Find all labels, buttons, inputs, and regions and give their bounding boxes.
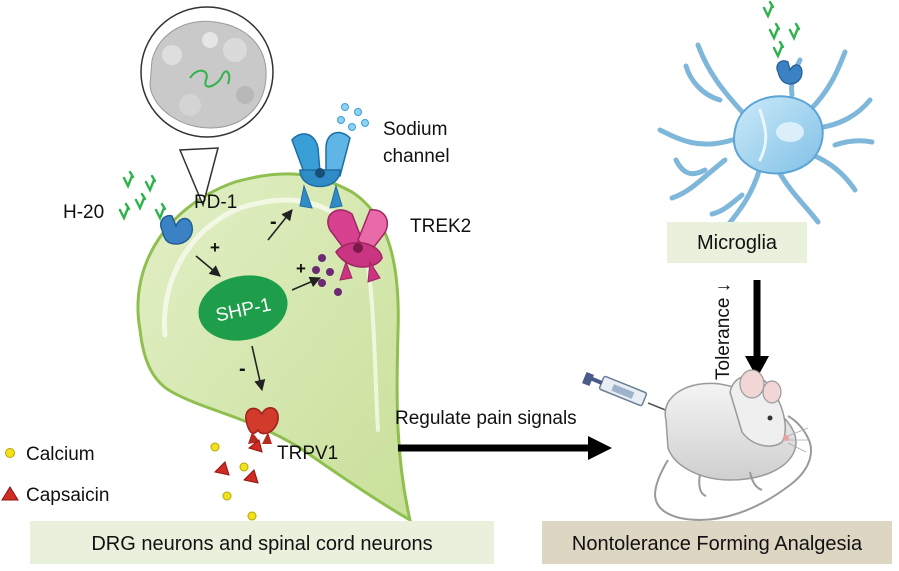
microglia-label: Microglia (697, 232, 778, 254)
microglia-cell (657, 42, 875, 228)
calcium-particles (210, 442, 257, 521)
capsaicin-particles (213, 439, 263, 484)
drg-neurons-box (30, 521, 494, 564)
shp1-enzyme (198, 275, 288, 341)
syringe (582, 371, 679, 416)
nontolerance-label: Nontolerance Forming Analgesia (572, 533, 863, 555)
h20-label: H-20 (63, 202, 104, 223)
sodium-label-line1: Sodium (383, 119, 447, 140)
signal-arrows (195, 209, 322, 392)
sodium-channel (291, 131, 351, 209)
nontolerance-box (542, 521, 892, 564)
capsaicin-label: Capsaicin (26, 485, 109, 506)
regulate-pain-signals-label: Regulate pain signals (395, 408, 577, 429)
sign-shp1-sodium: - (270, 211, 277, 233)
sign-pd1-shp1: + (210, 238, 220, 257)
microglia-box (667, 222, 807, 263)
sign-shp1-trek2: + (296, 259, 306, 278)
capsaicin-legend-icon (1, 486, 19, 501)
potassium-ions (312, 254, 342, 296)
pd1-receptor (160, 214, 194, 245)
microglia-h20-peptides (762, 0, 801, 59)
calcium-label: Calcium (26, 444, 95, 465)
microglia-pd1-receptor (776, 60, 803, 85)
sodium-label-line2: channel (383, 146, 450, 167)
tolerance-label: Tolerance ↓ (713, 283, 734, 380)
legend (1, 448, 19, 501)
main-arrows (398, 280, 769, 460)
trek2-label: TREK2 (410, 216, 471, 237)
trek2-channel (327, 209, 389, 283)
trpv1-channel (245, 407, 279, 444)
mouse (654, 369, 812, 521)
sign-shp1-trpv1: - (239, 358, 246, 380)
calcium-legend-icon (5, 448, 15, 458)
pd1-structure-callout (140, 6, 274, 208)
sodium-ions (337, 103, 369, 131)
drg-neurons-label: DRG neurons and spinal cord neurons (91, 533, 432, 555)
h20-peptides (118, 170, 167, 221)
trpv1-label: TRPV1 (277, 443, 338, 464)
pd1-label: PD-1 (194, 192, 237, 213)
